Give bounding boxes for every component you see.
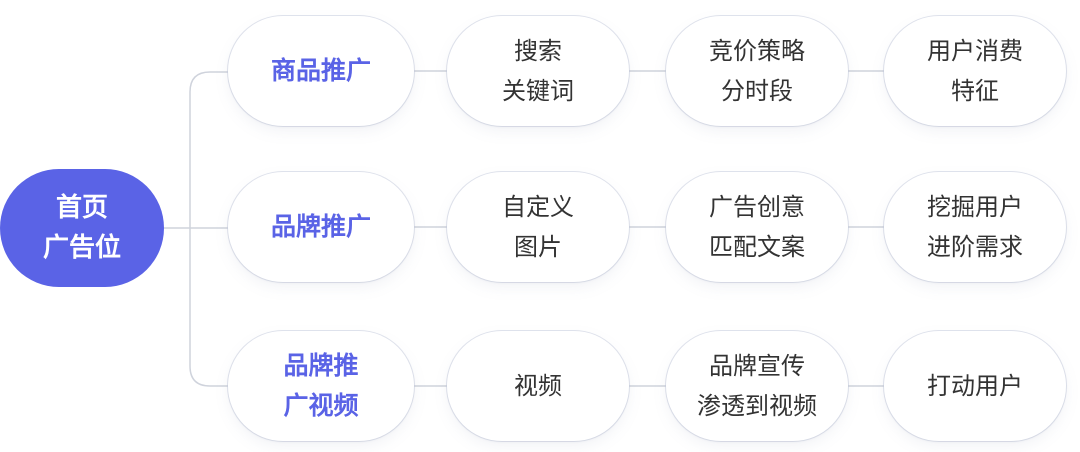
branch-node-label: 品牌推 广视频: [283, 351, 359, 420]
leaf-node-video: 视频: [447, 331, 629, 441]
leaf-node-user-needs: 挖掘用户 进阶需求: [884, 172, 1066, 282]
leaf-node-label: 自定义 图片: [502, 193, 574, 261]
branch-node-brand-video: 品牌推 广视频: [228, 331, 414, 441]
leaf-node-custom-image: 自定义 图片: [447, 172, 629, 282]
leaf-node-label: 竞价策略 分时段: [709, 37, 805, 105]
root-node-homepage-ad-slot: 首页 广告位: [0, 169, 164, 287]
leaf-node-label: 打动用户: [927, 372, 1023, 400]
leaf-node-label: 品牌宣传 渗透到视频: [697, 352, 817, 420]
leaf-node-brand-video-penetration: 品牌宣传 渗透到视频: [666, 331, 848, 441]
leaf-node-search-keywords: 搜索 关键词: [447, 16, 629, 126]
leaf-node-label: 广告创意 匹配文案: [709, 193, 805, 261]
branch-node-label: 品牌推广: [270, 212, 371, 241]
branch-node-product-promotion: 商品推广: [228, 16, 414, 126]
root-node-label: 首页 广告位: [42, 193, 121, 263]
leaf-node-ad-creative-copy: 广告创意 匹配文案: [666, 172, 848, 282]
leaf-node-bidding-strategy: 竞价策略 分时段: [666, 16, 848, 126]
leaf-node-label: 视频: [514, 372, 562, 400]
leaf-node-label: 挖掘用户 进阶需求: [927, 193, 1023, 261]
branch-node-label: 商品推广: [270, 56, 371, 85]
branch-node-brand-promotion: 品牌推广: [228, 172, 414, 282]
leaf-node-touch-users: 打动用户: [884, 331, 1066, 441]
leaf-node-label: 搜索 关键词: [502, 37, 574, 105]
leaf-node-consumer-traits: 用户消费 特征: [884, 16, 1066, 126]
leaf-node-label: 用户消费 特征: [927, 37, 1023, 105]
